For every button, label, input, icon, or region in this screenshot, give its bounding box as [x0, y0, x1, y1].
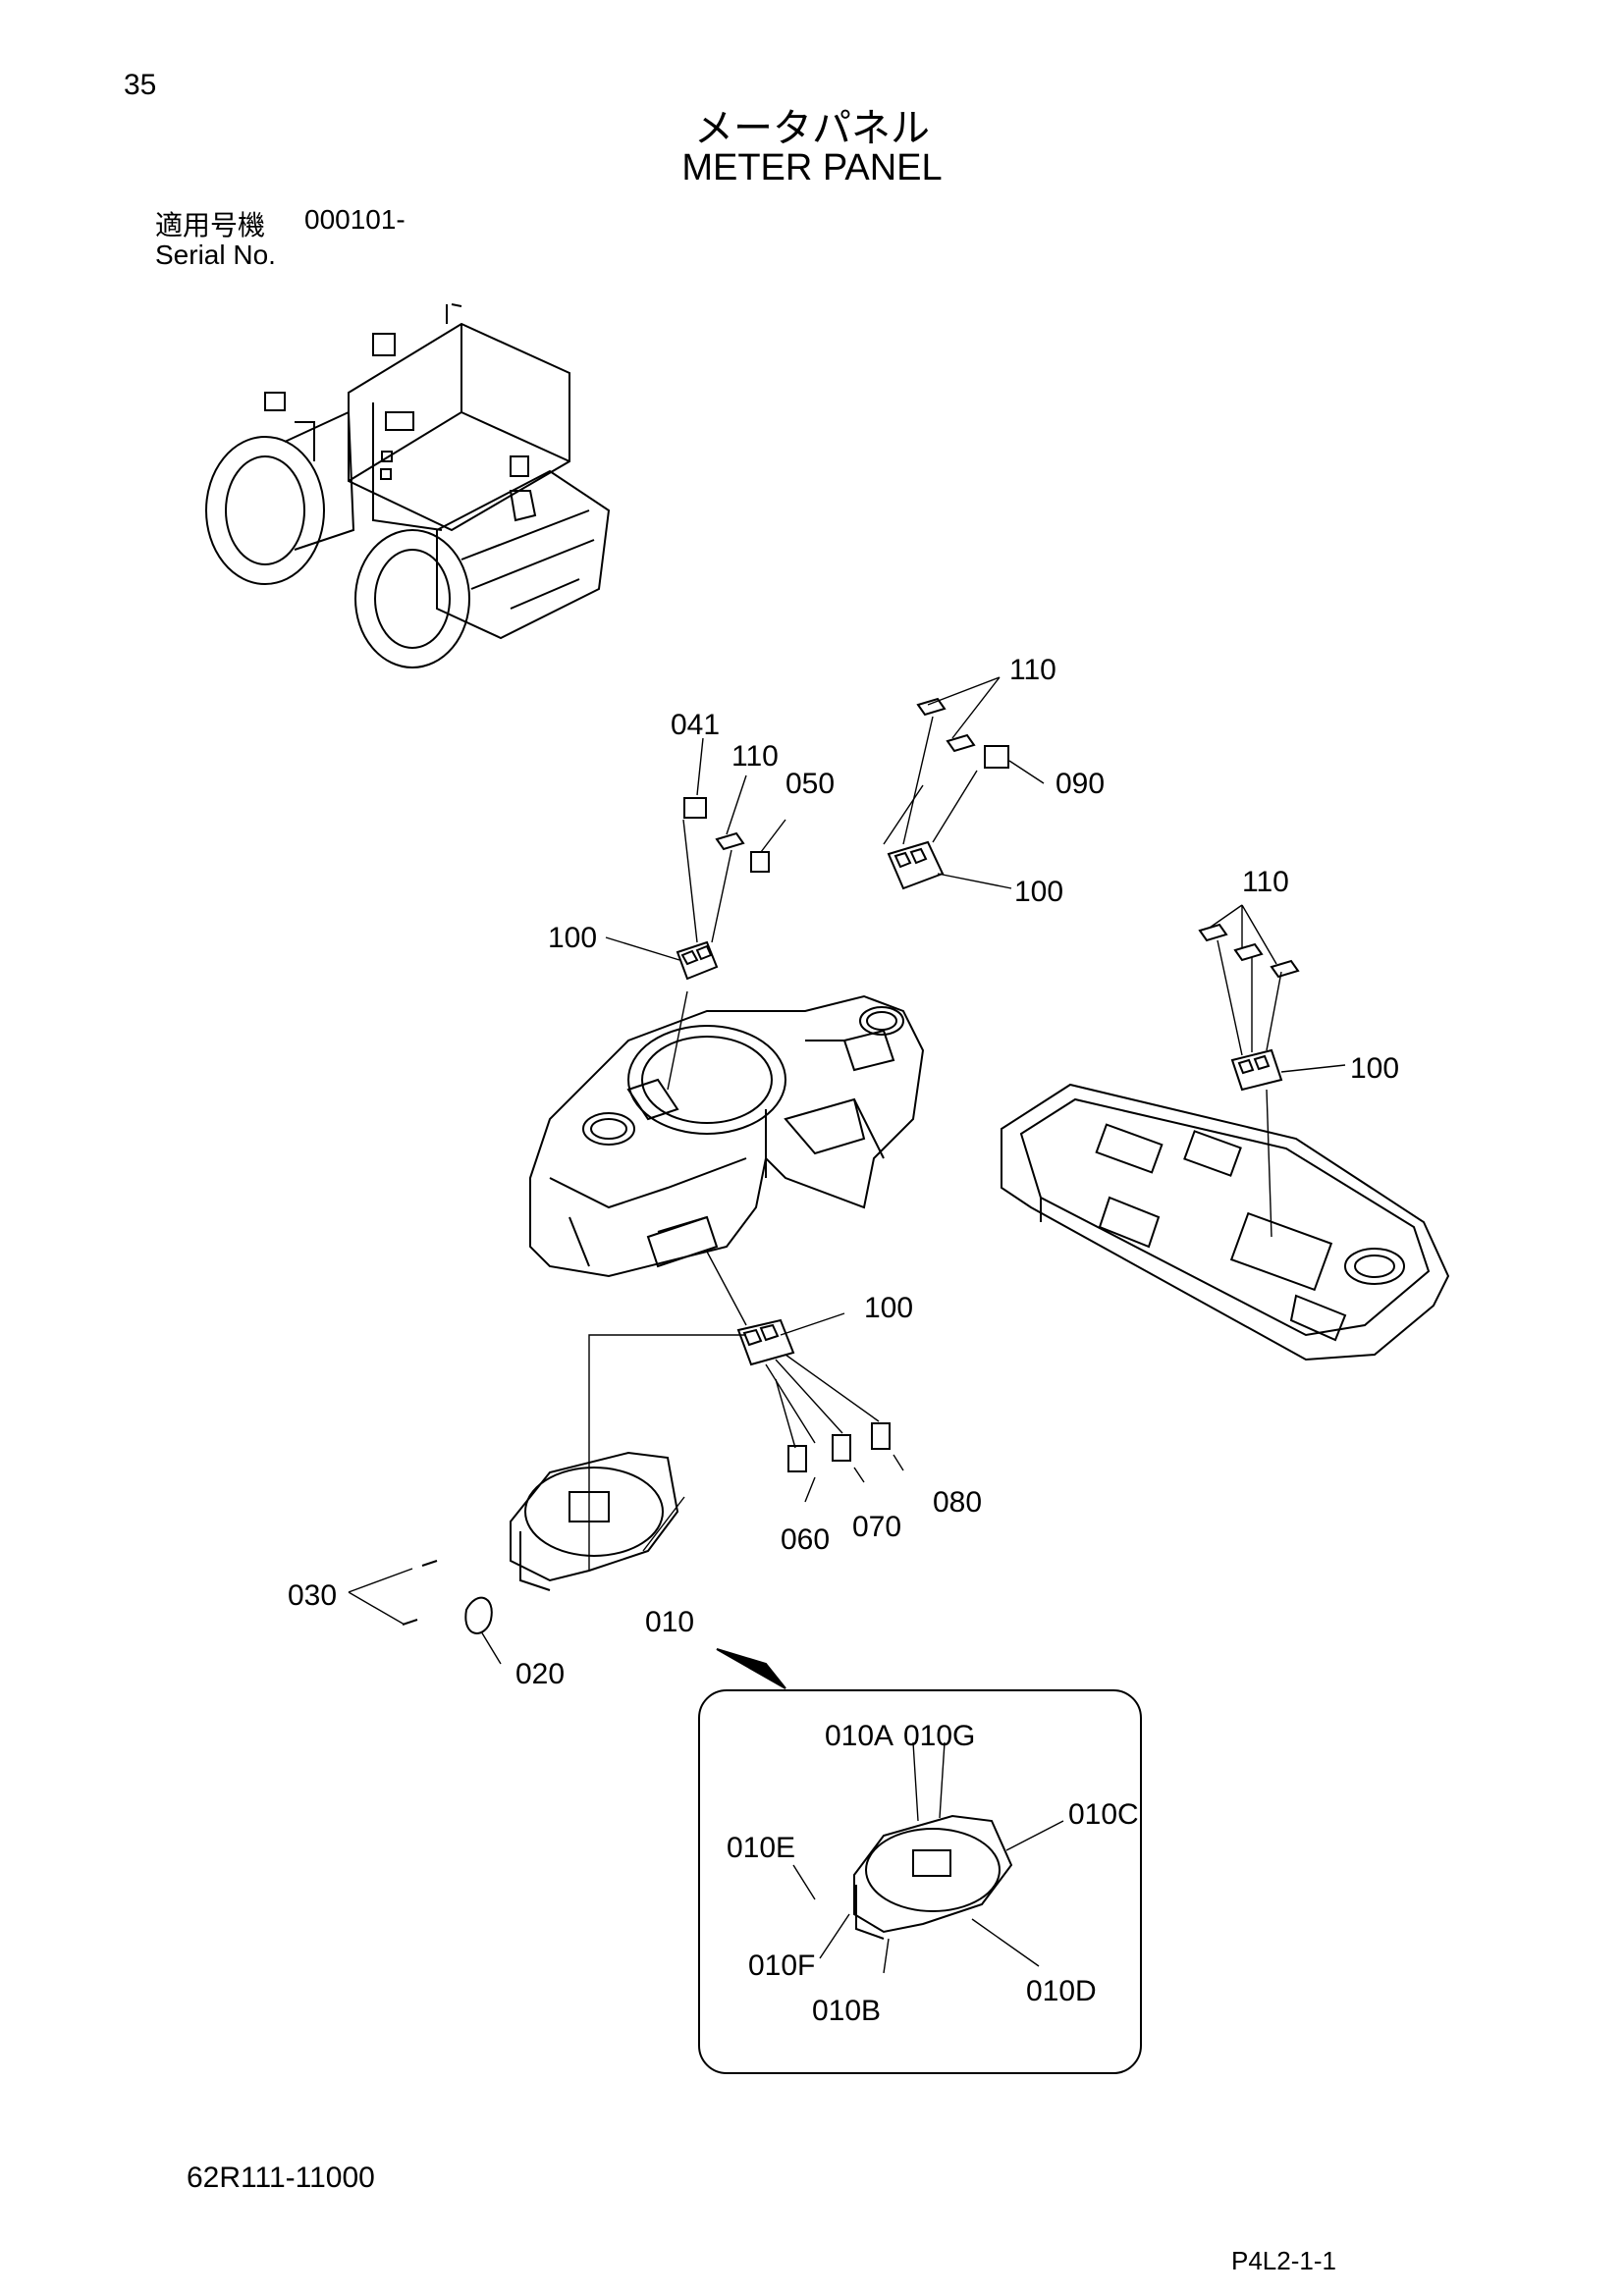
callout-010: 010: [645, 1606, 694, 1638]
switch-060: [787, 1445, 807, 1472]
label-cap-110-f: [1270, 959, 1300, 979]
callout-100-left: 100: [548, 922, 597, 954]
serial-label-japanese: 適用号機: [155, 209, 266, 241]
callout-010A: 010A: [825, 1720, 893, 1752]
callout-110-right: 110: [1242, 866, 1289, 898]
callout-060: 060: [781, 1523, 830, 1556]
callout-020: 020: [515, 1658, 565, 1690]
switch-070: [832, 1434, 851, 1462]
label-cap-110-c: [715, 831, 745, 851]
label-cap-110-e: [1233, 942, 1264, 962]
callout-070: 070: [852, 1511, 901, 1543]
callout-050: 050: [785, 768, 835, 800]
callout-010G: 010G: [903, 1720, 975, 1752]
switch-080: [871, 1422, 891, 1450]
callout-041: 041: [671, 709, 720, 741]
leader-lines: [348, 676, 1346, 1974]
callout-080: 080: [933, 1486, 982, 1519]
callout-100-right: 100: [1350, 1052, 1399, 1085]
switch-holder-top: [887, 840, 945, 890]
callout-110-top: 110: [1009, 654, 1056, 686]
callout-030: 030: [288, 1579, 337, 1612]
callout-110-left: 110: [731, 740, 779, 773]
meter-panel-housing: [529, 994, 925, 1278]
instrument-cluster-detail: [853, 1814, 1013, 1940]
instrument-cluster: [402, 1451, 679, 1634]
label-cap-110-a: [916, 697, 947, 717]
serial-label-english: Serial No.: [155, 240, 276, 270]
page-reference: P4L2-1-1: [1231, 2246, 1336, 2275]
callout-labels: 041 110 050 100 110 090 100 110 100 100 …: [288, 654, 1399, 2027]
switch-041: [683, 797, 707, 819]
callout-010E: 010E: [727, 1832, 795, 1864]
callout-090: 090: [1056, 768, 1105, 800]
callout-100-top: 100: [1014, 876, 1063, 908]
switch-090: [984, 745, 1009, 769]
right-console-panel: [1001, 1083, 1450, 1362]
page-title-english: METER PANEL: [681, 147, 943, 188]
bulb-020: [464, 1596, 493, 1634]
detail-view-frame: [698, 1689, 1142, 2074]
label-cap-110-d: [1198, 923, 1228, 942]
switch-holder-left: [676, 940, 719, 981]
page-number: 35: [124, 69, 157, 101]
callout-100-lower: 100: [864, 1292, 913, 1324]
label-cap-110-b: [946, 733, 976, 753]
switch-050: [750, 851, 770, 873]
serial-number-value: 000101-: [304, 204, 406, 235]
switch-holder-right: [1230, 1048, 1283, 1092]
page-title-japanese: メータパネル: [694, 106, 930, 151]
switch-holder-lower: [736, 1318, 795, 1366]
detail-pointer-arrow: [716, 1648, 786, 1689]
callout-010F: 010F: [748, 1949, 815, 1982]
callout-010C: 010C: [1068, 1798, 1139, 1831]
machine-overview-illustration: [205, 303, 611, 668]
callout-010D: 010D: [1026, 1975, 1097, 2007]
callout-010B: 010B: [812, 1995, 881, 2027]
part-group-code: 62R111-11000: [187, 2162, 375, 2194]
